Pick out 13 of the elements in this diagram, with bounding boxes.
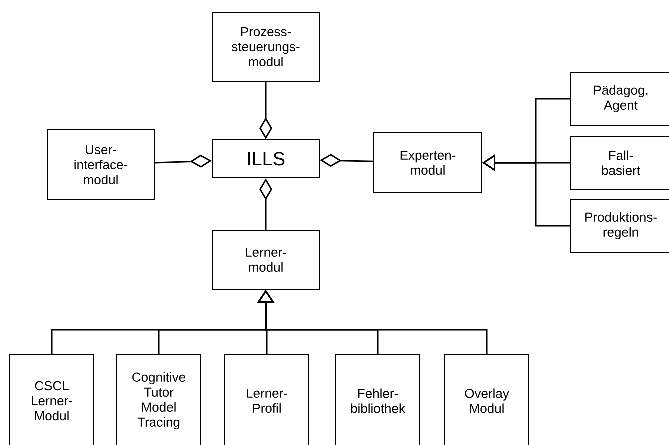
module-box: Fall- basiert	[570, 136, 669, 190]
module-box: Lerner- Profil	[224, 354, 310, 445]
module-box: ILLS	[212, 140, 320, 178]
module-box: Pädagog. Agent	[570, 72, 669, 126]
module-box: User- interface- modul	[47, 130, 155, 200]
module-box: Produktions- regeln	[570, 199, 669, 253]
module-box: Lerner- modul	[212, 230, 320, 290]
module-box: Prozess- steuerungs- modul	[212, 12, 320, 82]
module-box: Cognitive Tutor Model Tracing	[116, 354, 202, 445]
module-box: CSCL Lerner- Modul	[10, 354, 94, 445]
module-box: Experten- modul	[374, 132, 482, 194]
module-box: Fehler- bibliothek	[336, 354, 420, 445]
module-box: Overlay Modul	[444, 354, 530, 445]
